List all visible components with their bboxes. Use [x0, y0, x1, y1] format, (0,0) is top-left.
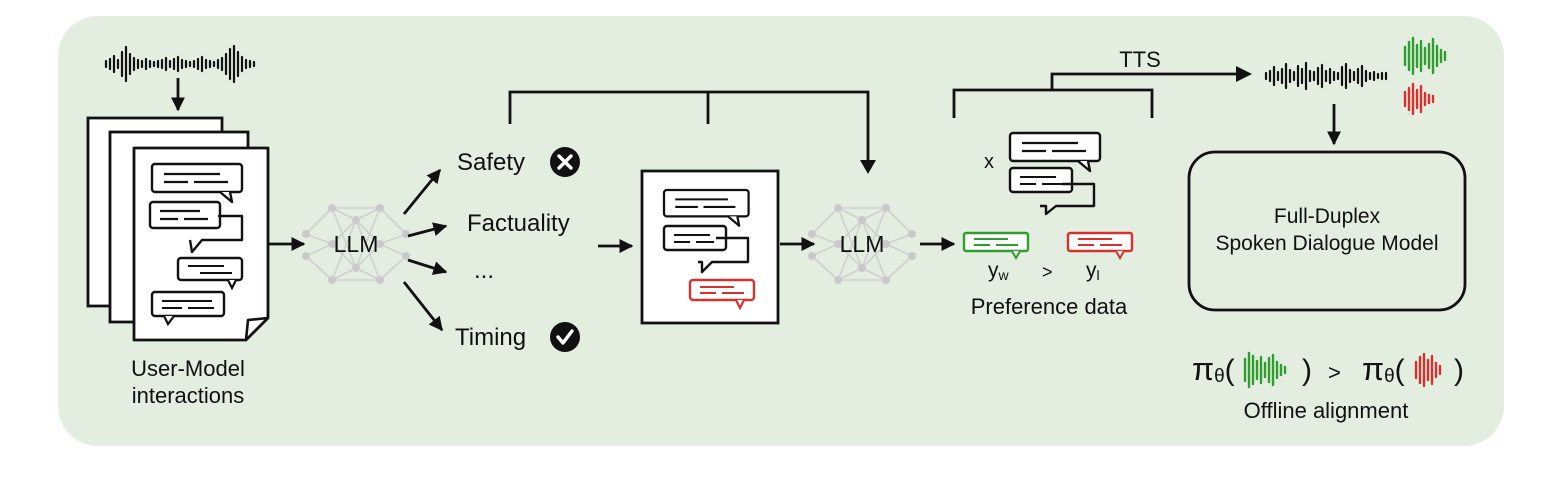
criterion-timing: Timing [455, 324, 526, 351]
criterion-ellipsis: ... [474, 257, 494, 284]
context-dialog-icon [1008, 131, 1102, 216]
x-circle-icon [550, 147, 580, 177]
rejected-waveform-formula-icon [1414, 352, 1442, 388]
tts-bracket [952, 72, 1236, 118]
yl-label: yl [1086, 259, 1100, 283]
diagram-panel [58, 16, 1504, 446]
llm-label-1: LLM [334, 231, 379, 257]
user-model-label-line1: User-Model [131, 356, 245, 381]
user-model-label-line2: interactions [132, 383, 245, 408]
input-waveform-icon [104, 44, 256, 84]
chosen-response-icon [962, 231, 1030, 261]
preference-data-label: Preference data [971, 294, 1128, 319]
full-duplex-model-box [1187, 150, 1467, 312]
paren-close-2: ) [1454, 354, 1464, 387]
llm-label-2: LLM [840, 231, 885, 257]
chosen-waveform-icon [1403, 36, 1447, 76]
yw-label: yw [988, 259, 1010, 283]
pi-theta-2: πθ( [1362, 351, 1405, 387]
x-label: x [984, 151, 994, 173]
paren-close-1: ) [1302, 354, 1312, 387]
arrow-to-safety [402, 168, 442, 215]
edited-dialog-box [640, 169, 780, 325]
arrow-to-factuality [407, 222, 448, 238]
criterion-safety: Safety [457, 149, 525, 176]
rejected-waveform-icon [1403, 82, 1435, 116]
rejected-response-icon [1066, 231, 1134, 261]
output-waveform-icon [1264, 61, 1388, 91]
tts-label: TTS [1119, 47, 1161, 72]
model-label-line1: Full-Duplex [1274, 205, 1381, 228]
arrow-to-timing [402, 281, 444, 332]
feedback-bracket [508, 90, 870, 168]
document-stack-icon [86, 116, 270, 342]
offline-alignment-label: Offline alignment [1244, 398, 1409, 423]
arrow-to-ellipsis [407, 258, 448, 275]
model-label-line2: Spoken Dialogue Model [1216, 232, 1439, 255]
preference-gt: > [1042, 262, 1053, 282]
pi-gt: > [1328, 360, 1341, 385]
criterion-factuality: Factuality [467, 210, 570, 237]
check-circle-icon [550, 322, 580, 352]
chosen-waveform-formula-icon [1243, 351, 1287, 389]
pi-theta-1: πθ( [1192, 351, 1235, 387]
